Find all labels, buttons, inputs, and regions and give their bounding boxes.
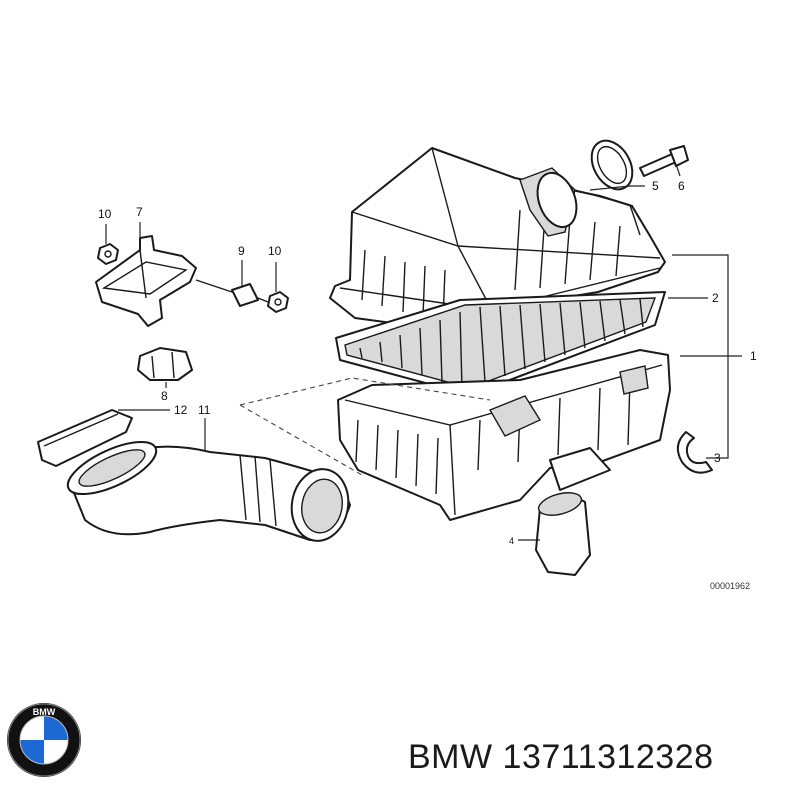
mounting-bracket <box>95 235 197 327</box>
assembly-guide <box>239 377 491 476</box>
callout-3: 3 <box>714 451 721 465</box>
callout-8: 8 <box>161 389 168 403</box>
diagram-reference-number: 00001962 <box>710 581 750 591</box>
callout-12: 12 <box>174 403 188 417</box>
rubber-buffer <box>137 347 193 381</box>
intake-hose <box>66 440 351 542</box>
callout-1: 1 <box>750 349 757 363</box>
leader-lines <box>105 163 742 541</box>
bmw-logo: BMW <box>7 703 81 777</box>
logo-text: BMW <box>33 707 56 717</box>
air-filter-upper-housing <box>329 147 666 333</box>
clip <box>676 431 713 474</box>
part-number: 13711312328 <box>502 738 714 776</box>
nut-right <box>267 291 289 313</box>
callout-10-right: 10 <box>268 244 282 258</box>
rubber-mount <box>195 279 269 307</box>
brand-name: BMW <box>408 738 493 776</box>
gasket-ring <box>590 139 634 191</box>
callout-10-left: 10 <box>98 207 112 221</box>
callout-9: 9 <box>238 244 245 258</box>
nut-left <box>97 243 119 265</box>
air-filter-lower-housing <box>337 349 671 521</box>
callout-6: 6 <box>678 179 685 193</box>
intake-snorkel <box>535 492 591 576</box>
hose-cap <box>37 409 133 467</box>
bolt <box>639 145 689 177</box>
callout-11: 11 <box>198 403 211 417</box>
callout-7: 7 <box>136 205 143 219</box>
filter-element <box>335 291 666 396</box>
part-caption: BMW 13711312328 <box>408 738 714 777</box>
callout-4: 4 <box>509 536 514 546</box>
callout-5: 5 <box>652 179 659 193</box>
callout-2: 2 <box>712 291 719 305</box>
